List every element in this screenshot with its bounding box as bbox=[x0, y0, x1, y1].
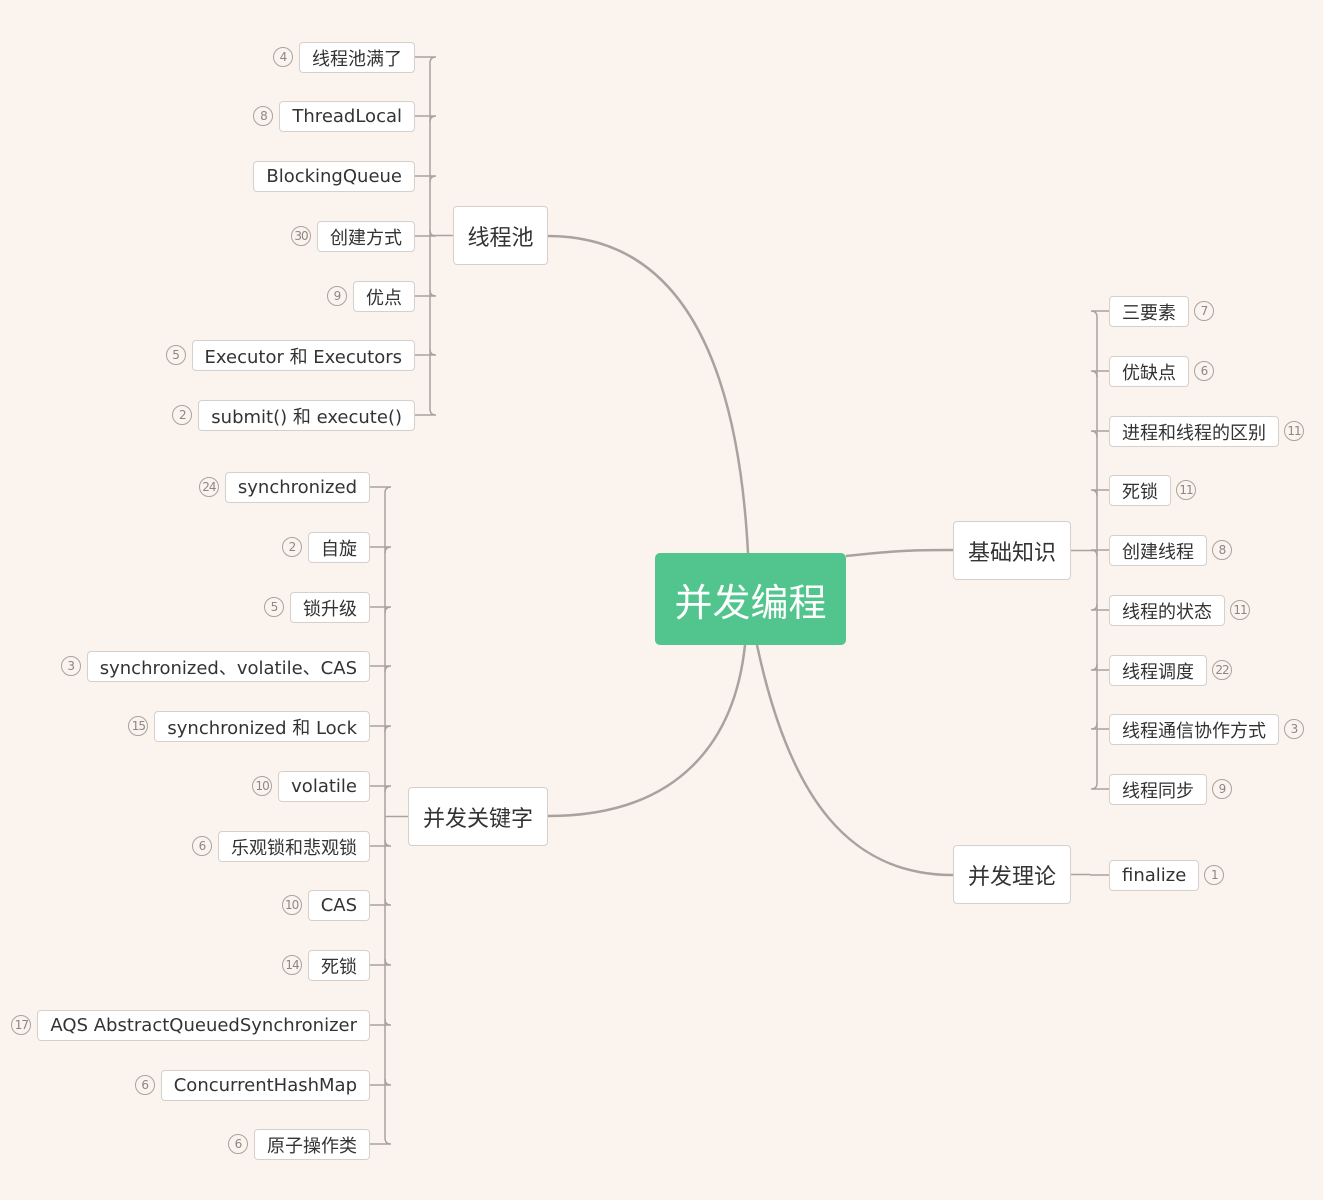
count-badge: 7 bbox=[1194, 301, 1214, 321]
subtopic-node[interactable]: 优点 bbox=[353, 281, 415, 312]
subtopic-node[interactable]: 创建方式 bbox=[317, 221, 415, 252]
branch-topic[interactable]: 线程池 bbox=[453, 206, 548, 265]
subtopic-node[interactable]: submit() 和 execute() bbox=[198, 400, 415, 431]
subtopic-node[interactable]: finalize bbox=[1109, 860, 1200, 891]
subtopic-node[interactable]: 死锁 bbox=[1109, 475, 1171, 506]
branch-topic[interactable]: 基础知识 bbox=[953, 521, 1071, 580]
child-connector bbox=[370, 898, 392, 906]
count-badge: 2 bbox=[172, 405, 193, 425]
child-connector bbox=[370, 486, 392, 494]
subtopic-node[interactable]: 三要素 bbox=[1109, 296, 1189, 327]
child-connector bbox=[1090, 310, 1109, 318]
subtopic-node[interactable]: ConcurrentHashMap bbox=[160, 1070, 370, 1101]
child-connector bbox=[370, 839, 392, 847]
child-connector bbox=[370, 1018, 392, 1026]
count-badge: 9 bbox=[327, 286, 347, 306]
child-connector bbox=[370, 785, 392, 793]
count-badge: 6 bbox=[1194, 361, 1214, 381]
branch-connector bbox=[755, 644, 954, 877]
subtopic-node[interactable]: 创建线程 bbox=[1109, 535, 1207, 566]
count-badge: 2 bbox=[282, 537, 302, 557]
child-connector bbox=[370, 725, 392, 733]
child-connector bbox=[415, 289, 437, 297]
child-connector bbox=[415, 175, 437, 183]
subtopic-node[interactable]: 优缺点 bbox=[1109, 356, 1189, 387]
count-badge: 6 bbox=[228, 1134, 248, 1154]
child-connector bbox=[1090, 549, 1109, 557]
child-connector bbox=[1090, 430, 1109, 438]
branch-connector bbox=[547, 234, 750, 554]
count-badge: 4 bbox=[273, 47, 293, 67]
subtopic-node[interactable]: synchronized、volatile、CAS bbox=[86, 651, 370, 682]
child-connector bbox=[370, 1078, 392, 1086]
count-badge: 10 bbox=[281, 895, 302, 915]
count-badge: 3 bbox=[60, 656, 81, 676]
child-connector bbox=[1090, 489, 1109, 497]
child-connector bbox=[370, 606, 392, 614]
subtopic-node[interactable]: 自旋 bbox=[308, 532, 370, 563]
branch-connector bbox=[547, 644, 747, 818]
subtopic-node[interactable]: 线程调度 bbox=[1109, 655, 1207, 686]
child-connector bbox=[370, 958, 392, 966]
subtopic-node[interactable]: 线程池满了 bbox=[299, 42, 415, 73]
count-badge: 5 bbox=[165, 345, 186, 365]
root-topic[interactable]: 并发编程 bbox=[655, 553, 846, 645]
count-badge: 10 bbox=[252, 776, 273, 796]
child-connector bbox=[1090, 603, 1109, 611]
subtopic-node[interactable]: 原子操作类 bbox=[254, 1129, 370, 1160]
subtopic-node[interactable]: Executor 和 Executors bbox=[191, 340, 415, 371]
child-connector bbox=[1090, 370, 1109, 378]
child-connector bbox=[415, 348, 437, 356]
child-connector bbox=[370, 665, 392, 673]
child-connector bbox=[415, 408, 437, 416]
subtopic-node[interactable]: 乐观锁和悲观锁 bbox=[218, 831, 370, 862]
count-badge: 8 bbox=[253, 106, 274, 126]
child-connector bbox=[415, 56, 437, 64]
child-connector bbox=[370, 546, 392, 554]
count-badge: 24 bbox=[198, 477, 219, 497]
subtopic-node[interactable]: synchronized 和 Lock bbox=[154, 711, 370, 742]
subtopic-node[interactable]: AQS AbstractQueuedSynchronizer bbox=[37, 1010, 370, 1041]
count-badge: 14 bbox=[282, 955, 302, 975]
count-badge: 15 bbox=[128, 716, 149, 736]
count-badge: 9 bbox=[1212, 779, 1232, 799]
branch-connector bbox=[845, 548, 954, 558]
count-badge: 22 bbox=[1212, 660, 1232, 680]
subtopic-node[interactable]: 线程通信协作方式 bbox=[1109, 714, 1279, 745]
count-badge: 11 bbox=[1284, 421, 1304, 441]
count-badge: 30 bbox=[291, 226, 311, 246]
count-badge: 11 bbox=[1230, 600, 1250, 620]
count-badge: 6 bbox=[192, 836, 212, 856]
child-connector bbox=[415, 229, 437, 237]
count-badge: 5 bbox=[264, 597, 284, 617]
subtopic-node[interactable]: 进程和线程的区别 bbox=[1109, 416, 1279, 447]
count-badge: 1 bbox=[1204, 865, 1225, 885]
subtopic-node[interactable]: 死锁 bbox=[308, 950, 370, 981]
subtopic-node[interactable]: volatile bbox=[278, 771, 370, 802]
subtopic-node[interactable]: 线程的状态 bbox=[1109, 595, 1225, 626]
count-badge: 17 bbox=[11, 1015, 32, 1035]
count-badge: 3 bbox=[1284, 719, 1304, 739]
count-badge: 11 bbox=[1176, 480, 1196, 500]
subtopic-node[interactable]: synchronized bbox=[224, 472, 370, 503]
branch-topic[interactable]: 并发关键字 bbox=[408, 787, 548, 846]
child-connector bbox=[1090, 722, 1109, 730]
subtopic-node[interactable]: 线程同步 bbox=[1109, 774, 1207, 805]
count-badge: 6 bbox=[134, 1075, 155, 1095]
subtopic-node[interactable]: CAS bbox=[307, 890, 370, 921]
child-connector bbox=[415, 115, 437, 123]
child-connector bbox=[370, 1137, 392, 1145]
subtopic-node[interactable]: ThreadLocal bbox=[279, 101, 415, 132]
subtopic-node[interactable]: 锁升级 bbox=[290, 592, 370, 623]
count-badge: 8 bbox=[1212, 540, 1232, 560]
subtopic-node[interactable]: BlockingQueue bbox=[253, 161, 415, 192]
child-connector bbox=[1090, 663, 1109, 671]
child-connector bbox=[1090, 782, 1109, 790]
branch-topic[interactable]: 并发理论 bbox=[953, 845, 1071, 904]
